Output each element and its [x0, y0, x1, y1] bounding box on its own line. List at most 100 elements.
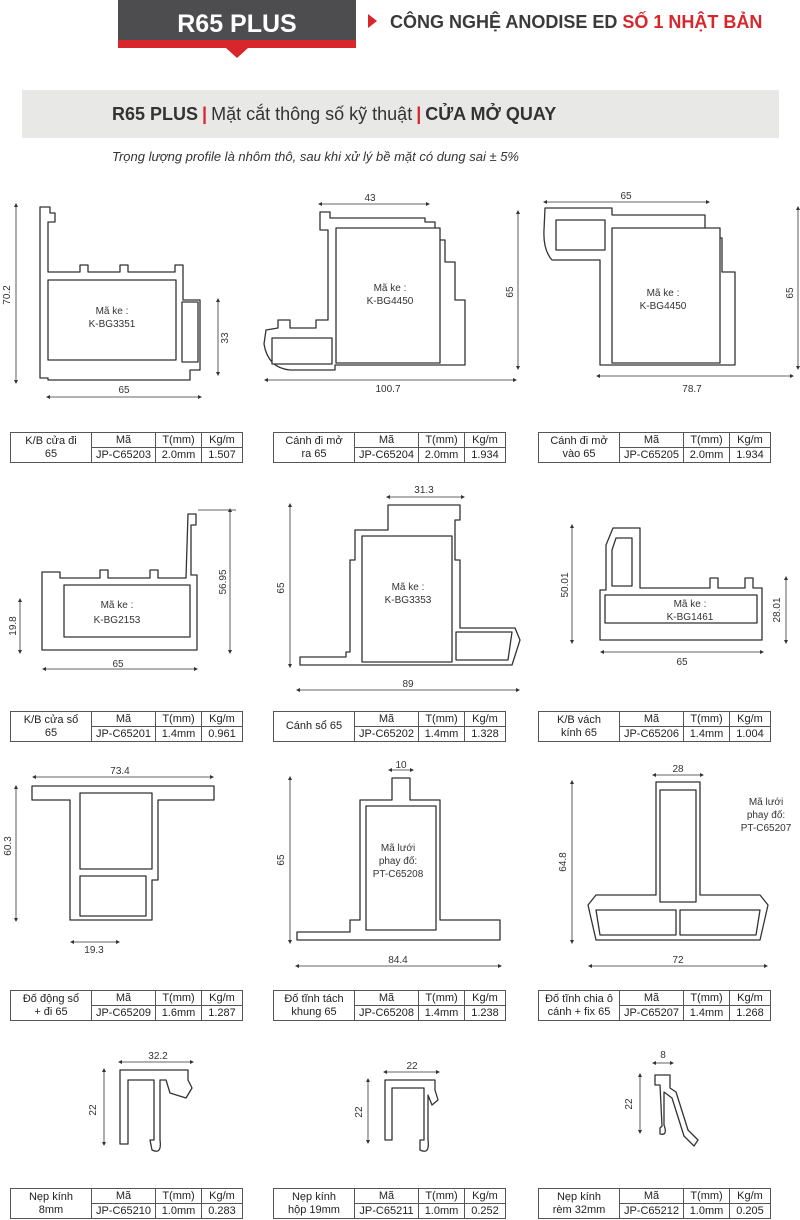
profile-weight: 0.252	[464, 1203, 506, 1219]
header-weight: Kg/m	[464, 432, 506, 448]
dimension-label: 78.7	[682, 384, 702, 395]
profile-code: JP-C65207	[619, 1005, 684, 1021]
corner-key-code: K-BG3351	[89, 319, 136, 330]
header-thickness: T(mm)	[418, 990, 465, 1006]
header-code: Mã	[354, 432, 419, 448]
profile-name: K/B cửa sổ	[23, 713, 79, 726]
profile-code: JP-C65201	[91, 726, 156, 742]
profile-drawing-canh-di-mo-ra: 43 65 100.7 Mã ke : K-BG4450	[263, 193, 520, 395]
dimension-label: 43	[364, 193, 376, 204]
profile-weight: 1.268	[729, 1005, 771, 1021]
profile-weight: 1.328	[464, 726, 506, 742]
header-weight: Kg/m	[464, 1188, 506, 1204]
corner-key-label: Mã ke :	[374, 283, 407, 294]
dimension-label: 65	[620, 191, 632, 202]
mesh-key-label: phay đố:	[379, 855, 417, 867]
profile-name: Đố tĩnh chia ô	[545, 992, 613, 1005]
dimension-label: 33	[220, 332, 231, 344]
section-title-separator: |	[202, 104, 208, 124]
profile-thickness: 2.0mm	[418, 447, 465, 463]
tagline-main: CÔNG NGHỆ ANODISE ED	[390, 12, 618, 32]
profile-name: Cánh đi mở	[550, 434, 608, 447]
profile-weight: 1.934	[729, 447, 771, 463]
dimension-label: 65	[276, 582, 287, 594]
header-thickness: T(mm)	[683, 711, 730, 727]
profile-code: JP-C65206	[619, 726, 684, 742]
tagline: CÔNG NGHỆ ANODISE ED SỐ 1 NHẬT BẢN	[390, 12, 762, 33]
dimension-label: 60.3	[3, 836, 14, 856]
dimension-label: 10	[395, 760, 407, 771]
profile-name: Nẹp kính	[28, 1190, 74, 1203]
corner-key-code: K-BG1461	[667, 612, 714, 623]
play-arrow-icon	[368, 14, 377, 28]
dimension-label: 65	[276, 854, 287, 866]
profile-name: Cánh đi mở	[285, 434, 343, 447]
profile-code: JP-C65202	[354, 726, 419, 742]
header-weight: Kg/m	[464, 990, 506, 1006]
profile-name-line2: 8mm	[38, 1203, 64, 1216]
dimension-label: 84.4	[388, 955, 408, 966]
product-tab-pointer	[226, 48, 248, 58]
profile-thickness: 1.0mm	[683, 1203, 730, 1219]
profile-drawing-kb-vach-kinh: 50.01 28.01 65 Mã ke : K-BG1461	[560, 524, 788, 668]
dimension-label: 65	[112, 659, 124, 670]
profile-drawing-canh-di-mo-vao: 65 65 78.7 Mã ke : K-BG4450	[543, 191, 800, 395]
header-weight: Kg/m	[729, 432, 771, 448]
header-thickness: T(mm)	[418, 1188, 465, 1204]
header-code: Mã	[91, 711, 156, 727]
profile-thickness: 1.6mm	[155, 1005, 202, 1021]
header-code: Mã	[91, 990, 156, 1006]
corner-key-code: K-BG2153	[94, 615, 141, 626]
dimension-label: 22	[88, 1104, 99, 1116]
profile-name-line2: rèm 32mm	[552, 1203, 606, 1216]
header-thickness: T(mm)	[155, 1188, 202, 1204]
profile-thickness: 1.0mm	[155, 1203, 202, 1219]
section-title: R65 PLUS|Mặt cắt thông số kỹ thuật|CỬA M…	[112, 104, 556, 125]
profile-drawing-nep-kinh-32: 8 22	[624, 1050, 699, 1147]
header-thickness: T(mm)	[683, 1188, 730, 1204]
profile-thickness: 1.4mm	[155, 726, 202, 742]
profile-code: JP-C65205	[619, 447, 684, 463]
mesh-key-label: Mã lưới	[381, 843, 415, 854]
profile-weight: 0.961	[201, 726, 243, 742]
header-weight: Kg/m	[201, 1188, 243, 1204]
corner-key-code: K-BG4450	[640, 301, 687, 312]
profile-name-line2: hộp 19mm	[288, 1203, 340, 1216]
header-weight: Kg/m	[201, 711, 243, 727]
mesh-key-code: PT-C65207	[741, 823, 792, 834]
header-code: Mã	[354, 990, 419, 1006]
header-code: Mã	[619, 990, 684, 1006]
header-weight: Kg/m	[201, 990, 243, 1006]
profile-name-line2: vào 65	[562, 447, 596, 460]
profile-drawing-do-dong: 73.4 60.3 19.3	[3, 766, 215, 956]
header-thickness: T(mm)	[155, 711, 202, 727]
header-code: Mã	[619, 711, 684, 727]
profile-name-line2: 65	[44, 447, 58, 460]
dimension-label: 65	[118, 385, 130, 396]
header-thickness: T(mm)	[418, 711, 465, 727]
dimension-label: 32.2	[148, 1051, 168, 1062]
corner-key-code: K-BG3353	[385, 595, 432, 606]
profile-code: JP-C65212	[619, 1203, 684, 1219]
header-weight: Kg/m	[729, 711, 771, 727]
dimension-label: 8	[660, 1050, 666, 1061]
dimension-label: 56.95	[218, 569, 229, 594]
dimension-label: 31.3	[414, 485, 434, 496]
profile-thickness: 1.4mm	[418, 726, 465, 742]
dimension-label: 28	[672, 764, 684, 775]
title-band	[22, 90, 779, 138]
dimension-label: 89	[402, 679, 414, 690]
header-thickness: T(mm)	[683, 432, 730, 448]
dimension-label: 22	[406, 1061, 418, 1072]
profile-name-line2: cánh + fix 65	[547, 1005, 611, 1018]
dimension-label: 22	[354, 1106, 365, 1118]
dimension-label: 65	[676, 657, 688, 668]
profile-code: JP-C65210	[91, 1203, 156, 1219]
profile-drawing-nep-kinh-8: 32.2 22	[88, 1051, 194, 1152]
profile-code: JP-C65211	[354, 1203, 419, 1219]
